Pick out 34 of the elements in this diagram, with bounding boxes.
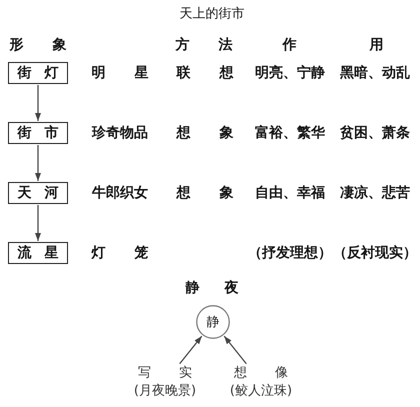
effect-text: 明亮、宁静: [255, 64, 325, 82]
arrow: [224, 336, 247, 364]
effect-text: 贫困、萧条: [340, 124, 410, 142]
column-heading: 作 用: [281, 36, 418, 54]
diagram-title: 天上的街市: [180, 8, 244, 22]
arrow: [35, 145, 41, 181]
effect-text: （反衬现实）: [333, 244, 417, 262]
figure-heading: 静 夜: [184, 280, 248, 296]
method-label: 想 像: [232, 364, 300, 382]
column-heading: 方 法: [174, 36, 244, 54]
column-heading: 形 象: [8, 36, 78, 54]
method-text: 想 象: [175, 124, 246, 142]
arrow: [179, 336, 202, 364]
method-label: 写 实: [136, 364, 204, 382]
scene-note: (月夜晚景): [132, 382, 198, 400]
effect-text: 凄凉、悲苦: [340, 184, 410, 202]
term-box: 街 市: [8, 122, 68, 144]
image-text: 明 星: [90, 64, 160, 82]
image-text: 牛郎织女: [92, 184, 148, 202]
arrow: [35, 205, 41, 241]
effect-text: 自由、幸福: [255, 184, 325, 202]
method-text: 联 想: [175, 64, 246, 82]
image-text: 珍奇物品: [92, 124, 148, 142]
effect-text: 黑暗、动乱: [340, 64, 410, 82]
image-text: 灯 笼: [90, 244, 160, 262]
circle-node: 静: [196, 305, 230, 339]
method-text: 想 象: [175, 184, 246, 202]
effect-text: 富裕、繁华: [255, 124, 325, 142]
arrow: [35, 85, 41, 121]
term-box: 流 星: [8, 242, 68, 264]
term-box: 街 灯: [8, 62, 68, 84]
scene-note: (鲛人泣珠): [228, 382, 294, 400]
term-box: 天 河: [8, 182, 68, 204]
effect-text: （抒发理想）: [248, 244, 332, 262]
